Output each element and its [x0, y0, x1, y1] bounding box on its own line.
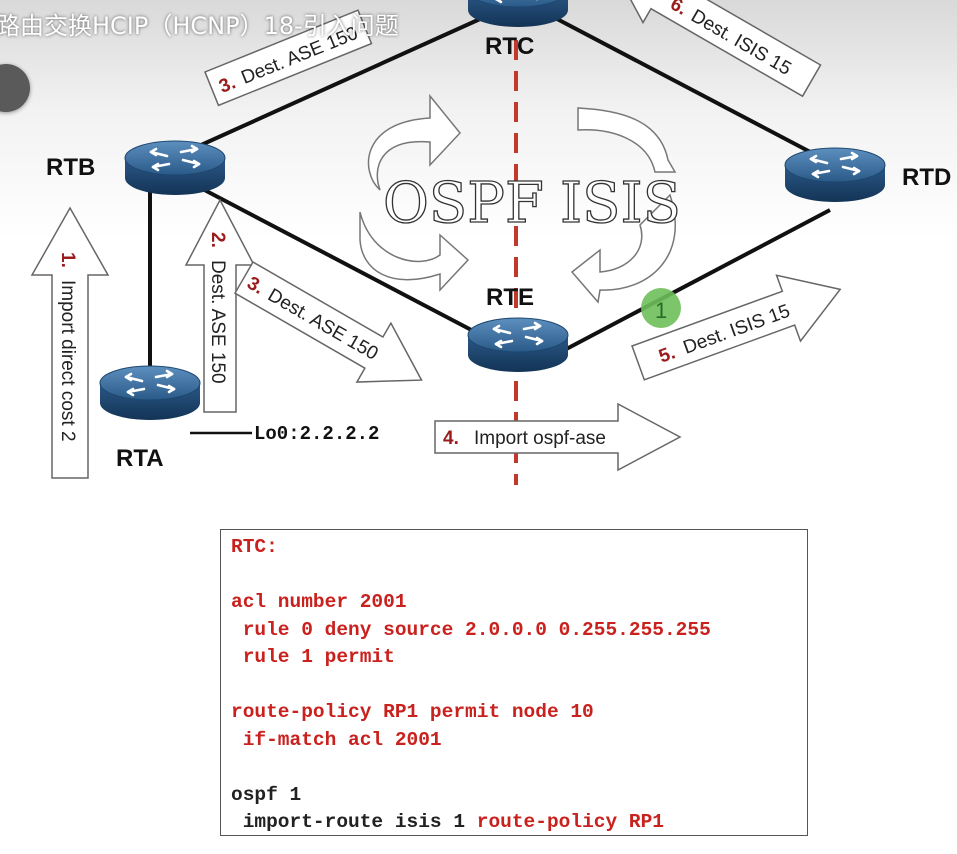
config-line: ospf 1 — [231, 783, 302, 806]
link-rtb-rte — [194, 183, 501, 347]
label-rte: RTE — [486, 284, 534, 311]
config-header: RTC: — [231, 536, 278, 558]
isis-cycle-arrows — [570, 107, 677, 304]
arrow-dest-isis-6: 6. Dest. ISIS 15 — [611, 0, 822, 98]
svg-text:5.: 5. — [656, 342, 678, 367]
video-title: 路由交换HCIP（HCNP）18-引入问题 — [0, 12, 399, 40]
svg-text:Import direct cost 2: Import direct cost 2 — [57, 280, 78, 442]
link-rtc-rtd — [539, 8, 836, 167]
config-line: if-match acl 2001 — [231, 728, 442, 751]
links — [148, 8, 836, 435]
svg-text:1: 1 — [655, 298, 667, 323]
blank-line — [231, 672, 807, 700]
router-rtc — [466, 0, 570, 29]
config-line: acl number 2001 — [231, 591, 407, 613]
label-rta: RTA — [116, 445, 164, 472]
loopback-label: Lo0:2.2.2.2 — [254, 423, 379, 445]
router-rtd — [783, 146, 887, 204]
svg-text:Import ospf-ase: Import ospf-ase — [474, 428, 606, 449]
config-box: RTC: acl number 2001 rule 0 deny source … — [220, 529, 808, 836]
arrow-import-direct: 1. Import direct cost 2 — [30, 206, 110, 479]
blank-line — [231, 562, 807, 590]
arrow-import-ospf-ase: 4. Import ospf-ase — [434, 402, 682, 472]
svg-text:Dest. ASE 150: Dest. ASE 150 — [264, 285, 382, 365]
label-rtd: RTD — [902, 164, 951, 191]
svg-text:1.: 1. — [57, 252, 78, 268]
label-rtb: RTB — [46, 154, 95, 181]
config-fragment: route-policy RP1 — [476, 811, 664, 833]
isis-label: ISIS — [560, 171, 681, 236]
label-rtc: RTC — [485, 33, 534, 60]
svg-text:4.: 4. — [443, 428, 459, 449]
config-line: import-route isis 1 route-policy RP1 — [231, 809, 807, 837]
router-rte — [466, 316, 570, 374]
blank-line — [231, 754, 807, 782]
config-line: route-policy RP1 permit node 10 — [231, 701, 594, 723]
config-fragment: import-route isis 1 — [231, 811, 477, 833]
link-rte-rtd — [554, 208, 831, 357]
link-rtb-rtc — [189, 8, 501, 152]
config-line: rule 1 permit — [231, 646, 395, 668]
router-rtb — [123, 139, 227, 197]
svg-text:3.: 3. — [216, 72, 239, 97]
router-rta — [98, 364, 202, 422]
ospf-label: OSPF — [383, 171, 544, 236]
arrow-dest-ase-2: 2. Dest. ASE 150 — [184, 198, 256, 413]
svg-text:Dest. ASE 150: Dest. ASE 150 — [207, 260, 228, 384]
step-badge: 1 — [641, 288, 681, 328]
svg-text:2.: 2. — [207, 232, 228, 248]
config-line: rule 0 deny source 2.0.0.0 0.255.255.255 — [231, 618, 711, 641]
ospf-cycle-arrows — [359, 93, 470, 292]
